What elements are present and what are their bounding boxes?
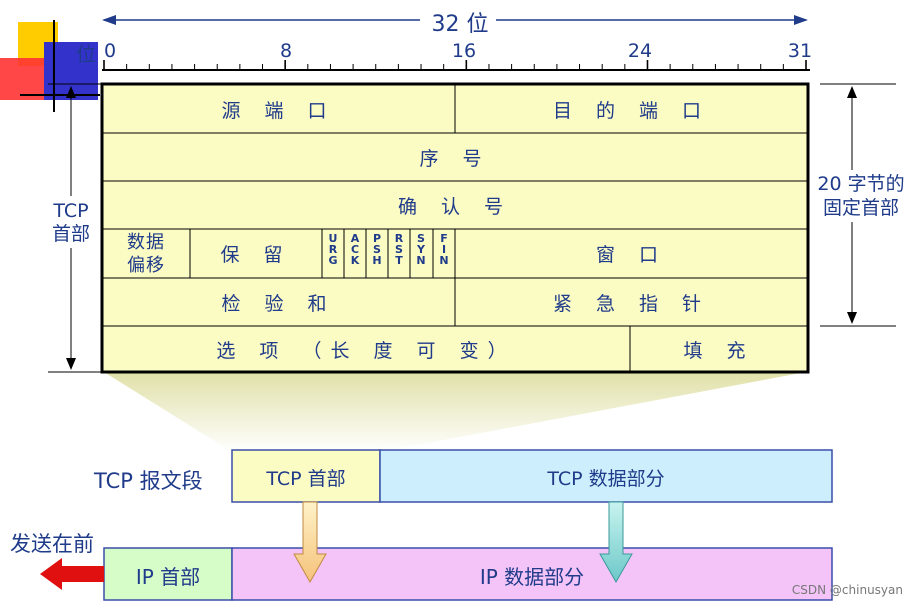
tcp-header-table [100,82,810,374]
destination-port-field: 目 的 端 口 [552,100,711,122]
bit-ruler [102,60,810,71]
fixed-header-span-arrow [820,83,896,327]
header-down-arrow [293,501,327,584]
data-offset-field: 数据 偏移 [102,229,190,278]
tcp-segment-label: TCP 报文段 [94,469,203,493]
ip-data-label: IP 数据部分 [479,565,585,589]
tcp-header-side-line2: 首部 [51,223,90,245]
watermark: CSDN @chinusyan [791,583,903,597]
tick-label: 16 [451,40,477,62]
fixed-header-side-line2: 固定首部 [822,197,899,219]
data-offset-line1: 数据 [127,231,165,253]
source-port-field: 源 端 口 [221,100,336,122]
window-field: 窗 口 [595,244,668,266]
segment-data-box [379,449,833,503]
segment-header-box [231,449,381,503]
ip-data-box [231,547,833,601]
tcp-header-span-arrow [48,83,102,373]
segment-data-label: TCP 数据部分 [547,468,665,490]
tick-label: 31 [787,40,813,62]
options-field: 选 项 （长 度 可 变） [216,339,516,362]
tick-label: 0 [104,40,117,62]
bit-width-arrow [102,15,808,25]
bit-unit-label: 位 [76,42,96,66]
tcp-header-side-line1: TCP [53,200,89,222]
checksum-field: 检 验 和 [221,292,336,315]
sequence-number-field: 序 号 [419,147,491,170]
corner-logo-icon [0,20,100,112]
fixed-header-side-line1: 20 字节的 [817,173,905,195]
segment-header-label: TCP 首部 [266,468,346,490]
tick-label: 24 [627,40,653,62]
data-offset-line2: 偏移 [127,254,165,276]
ack-number-field: 确 认 号 [397,195,513,218]
send-first-arrow [40,558,104,590]
urgent-pointer-field: 紧 急 指 针 [552,292,711,315]
tcp-header-side-label: TCP 首部 [40,200,102,246]
bit-width-label: 32 位 [431,12,489,37]
send-first-label: 发送在前 [10,532,94,556]
reserved-field: 保 留 [220,244,292,266]
padding-field: 填 充 [683,339,755,362]
fixed-header-side-label: 20 字节的 固定首部 [806,172,916,220]
expansion-shadow [104,372,806,452]
tick-label: 8 [279,40,293,62]
data-down-arrow [599,501,633,584]
ip-header-label: IP 首部 [135,565,201,589]
